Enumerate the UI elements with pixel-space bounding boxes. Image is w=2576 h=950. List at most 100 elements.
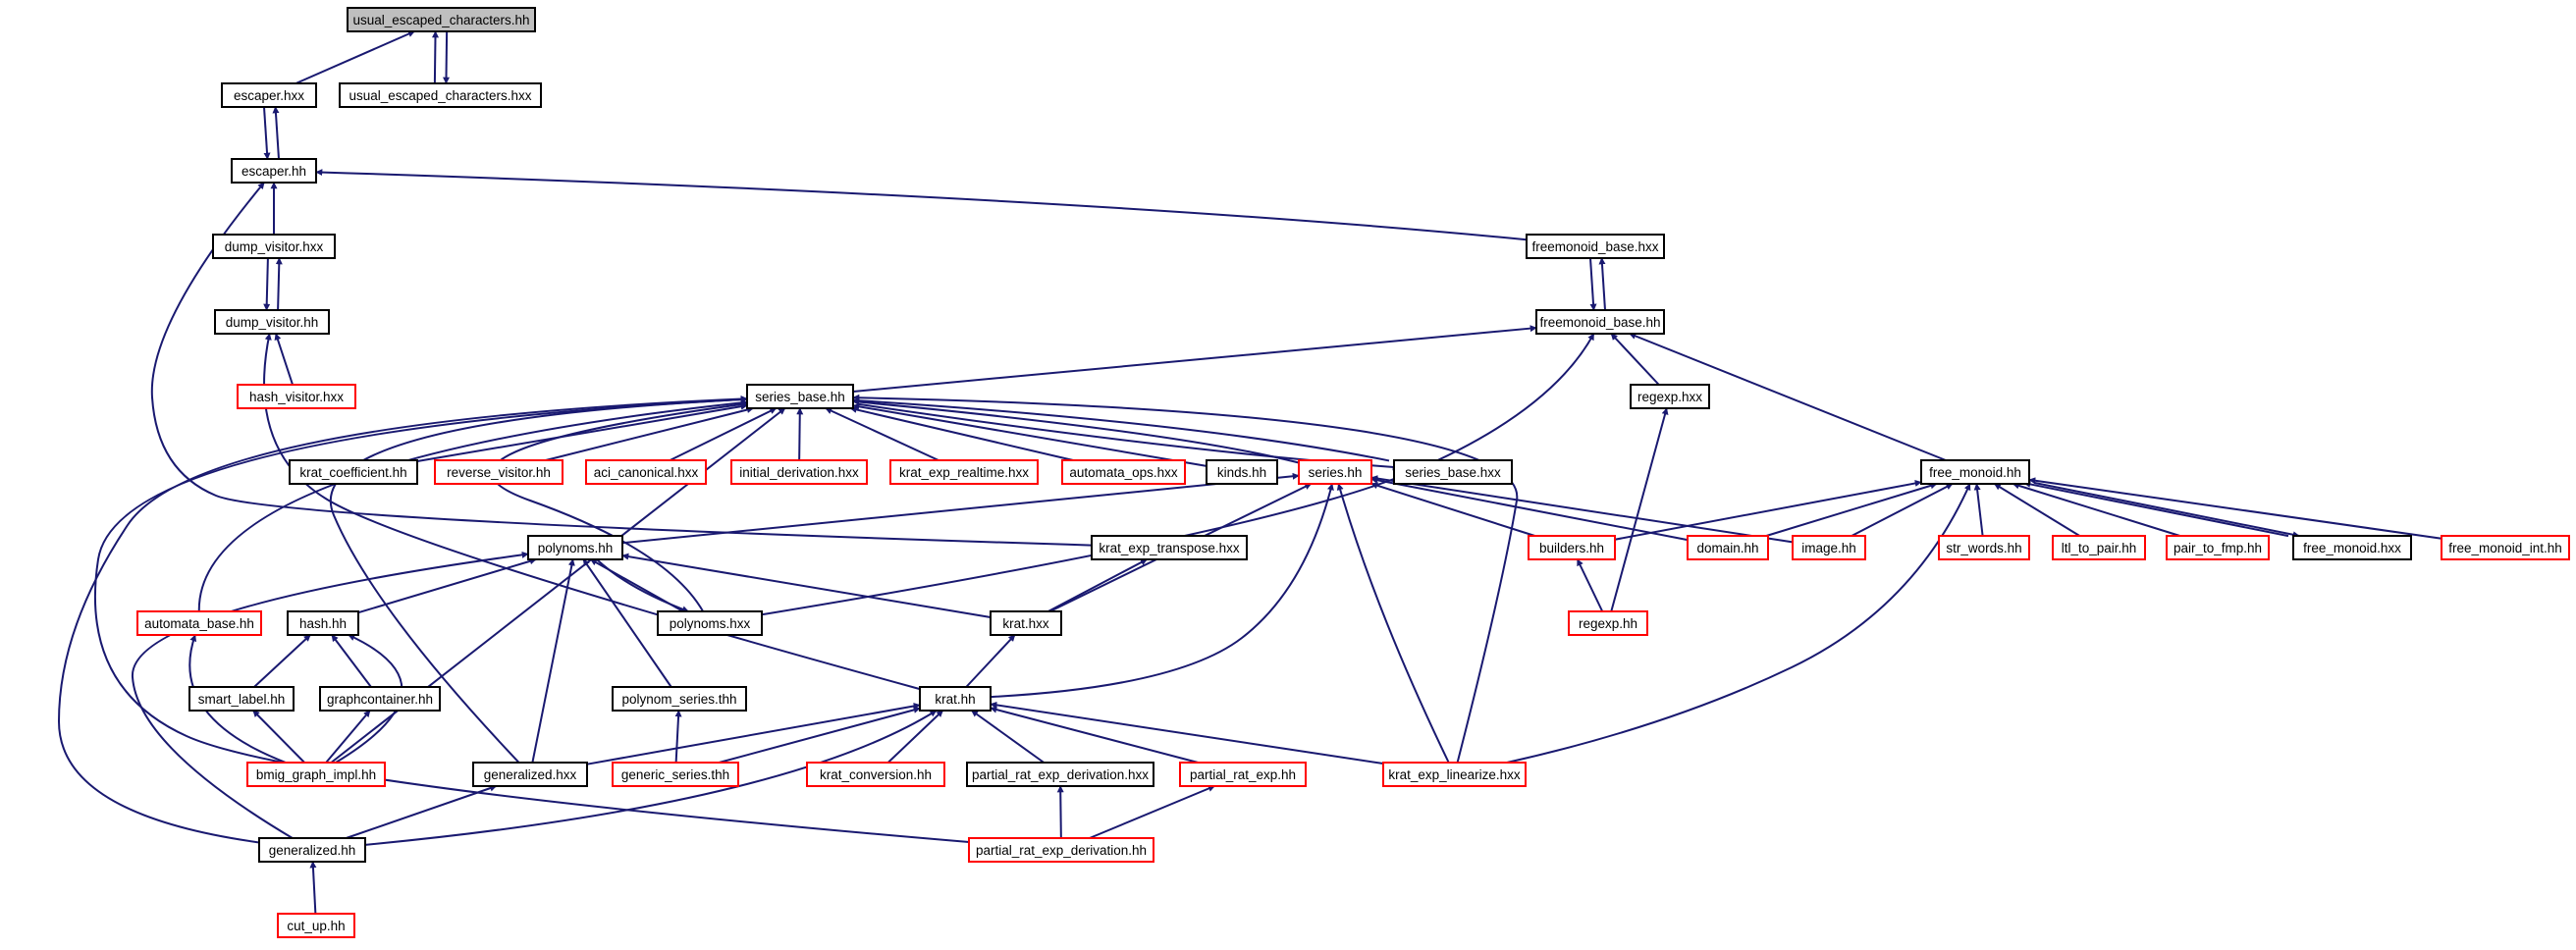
node-freemonoid-base-hxx[interactable]: freemonoid_base.hxx bbox=[1526, 234, 1665, 259]
node-box[interactable] bbox=[527, 535, 623, 560]
node-box[interactable] bbox=[2441, 535, 2570, 560]
node-generic-series-thh[interactable]: generic_series.thh bbox=[612, 762, 739, 787]
node-image-hh[interactable]: image.hh bbox=[1792, 535, 1866, 560]
node-freemonoid-base-hh[interactable]: freemonoid_base.hh bbox=[1535, 309, 1665, 335]
node-box[interactable] bbox=[585, 459, 707, 485]
node-box[interactable] bbox=[434, 459, 564, 485]
node-kinds-hh[interactable]: kinds.hh bbox=[1206, 459, 1278, 485]
node-automata-ops-hxx[interactable]: automata_ops.hxx bbox=[1061, 459, 1186, 485]
node-dump-visitor-hxx[interactable]: dump_visitor.hxx bbox=[212, 234, 336, 259]
node-krat-conversion-hh[interactable]: krat_conversion.hh bbox=[806, 762, 945, 787]
node-box[interactable] bbox=[1206, 459, 1278, 485]
node-box[interactable] bbox=[347, 7, 536, 32]
node-box[interactable] bbox=[1938, 535, 2030, 560]
node-box[interactable] bbox=[746, 384, 854, 409]
node-box[interactable] bbox=[1382, 762, 1527, 787]
node-box[interactable] bbox=[231, 158, 317, 184]
node-box[interactable] bbox=[1528, 535, 1616, 560]
node-box[interactable] bbox=[990, 610, 1062, 636]
node-krat-hh[interactable]: krat.hh bbox=[919, 686, 992, 712]
node-box[interactable] bbox=[246, 762, 386, 787]
node-box[interactable] bbox=[277, 913, 355, 938]
node-hash-visitor-hxx[interactable]: hash_visitor.hxx bbox=[237, 384, 356, 409]
node-ltl-to-pair-hh[interactable]: ltl_to_pair.hh bbox=[2052, 535, 2146, 560]
node-str-words-hh[interactable]: str_words.hh bbox=[1938, 535, 2030, 560]
node-box[interactable] bbox=[472, 762, 588, 787]
node-box[interactable] bbox=[889, 459, 1039, 485]
node-krat-exp-transpose-hxx[interactable]: krat_exp_transpose.hxx bbox=[1091, 535, 1248, 560]
node-box[interactable] bbox=[2052, 535, 2146, 560]
node-box[interactable] bbox=[188, 686, 295, 712]
node-box[interactable] bbox=[612, 686, 747, 712]
node-box[interactable] bbox=[237, 384, 356, 409]
node-polynoms-hh[interactable]: polynoms.hh bbox=[527, 535, 623, 560]
node-box[interactable] bbox=[212, 234, 336, 259]
node-partial-rat-exp-hh[interactable]: partial_rat_exp.hh bbox=[1179, 762, 1307, 787]
node-box[interactable] bbox=[730, 459, 868, 485]
node-regexp-hh[interactable]: regexp.hh bbox=[1568, 610, 1648, 636]
node-generalized-hxx[interactable]: generalized.hxx bbox=[472, 762, 588, 787]
node-box[interactable] bbox=[339, 82, 542, 108]
node-krat-hxx[interactable]: krat.hxx bbox=[990, 610, 1062, 636]
node-graphcontainer-hh[interactable]: graphcontainer.hh bbox=[319, 686, 441, 712]
node-escaper-hh[interactable]: escaper.hh bbox=[231, 158, 317, 184]
node-aci-canonical-hxx[interactable]: aci_canonical.hxx bbox=[585, 459, 707, 485]
node-box[interactable] bbox=[1298, 459, 1372, 485]
node-box[interactable] bbox=[806, 762, 945, 787]
node-box[interactable] bbox=[289, 459, 418, 485]
node-krat-exp-realtime-hxx[interactable]: krat_exp_realtime.hxx bbox=[889, 459, 1039, 485]
node-box[interactable] bbox=[968, 837, 1154, 863]
node-box[interactable] bbox=[214, 309, 330, 335]
node-bmig-graph-impl-hh[interactable]: bmig_graph_impl.hh bbox=[246, 762, 386, 787]
node-free-monoid-hh[interactable]: free_monoid.hh bbox=[1920, 459, 2030, 485]
node-hash-hh[interactable]: hash.hh bbox=[287, 610, 359, 636]
node-box[interactable] bbox=[2292, 535, 2412, 560]
node-generalized-hh[interactable]: generalized.hh bbox=[258, 837, 366, 863]
node-box[interactable] bbox=[1687, 535, 1769, 560]
node-box[interactable] bbox=[657, 610, 763, 636]
node-domain-hh[interactable]: domain.hh bbox=[1687, 535, 1769, 560]
node-box[interactable] bbox=[1061, 459, 1186, 485]
node-usual-escaped-characters-hh[interactable]: usual_escaped_characters.hh bbox=[347, 7, 536, 32]
node-usual-escaped-characters-hxx[interactable]: usual_escaped_characters.hxx bbox=[339, 82, 542, 108]
node-automata-base-hh[interactable]: automata_base.hh bbox=[136, 610, 262, 636]
node-box[interactable] bbox=[1393, 459, 1513, 485]
node-krat-exp-linearize-hxx[interactable]: krat_exp_linearize.hxx bbox=[1382, 762, 1527, 787]
node-box[interactable] bbox=[1179, 762, 1307, 787]
node-series-hh[interactable]: series.hh bbox=[1298, 459, 1372, 485]
node-smart-label-hh[interactable]: smart_label.hh bbox=[188, 686, 295, 712]
node-series-base-hxx[interactable]: series_base.hxx bbox=[1393, 459, 1513, 485]
node-series-base-hh[interactable]: series_base.hh bbox=[746, 384, 854, 409]
node-box[interactable] bbox=[136, 610, 262, 636]
node-box[interactable] bbox=[1535, 309, 1665, 335]
node-polynoms-hxx[interactable]: polynoms.hxx bbox=[657, 610, 763, 636]
node-polynom-series-thh[interactable]: polynom_series.thh bbox=[612, 686, 747, 712]
node-box[interactable] bbox=[919, 686, 992, 712]
node-box[interactable] bbox=[1920, 459, 2030, 485]
node-box[interactable] bbox=[1091, 535, 1248, 560]
node-builders-hh[interactable]: builders.hh bbox=[1528, 535, 1616, 560]
node-box[interactable] bbox=[1526, 234, 1665, 259]
node-krat-coefficient-hh[interactable]: krat_coefficient.hh bbox=[289, 459, 418, 485]
node-box[interactable] bbox=[287, 610, 359, 636]
node-regexp-hxx[interactable]: regexp.hxx bbox=[1630, 384, 1710, 409]
node-pair-to-fmp-hh[interactable]: pair_to_fmp.hh bbox=[2166, 535, 2270, 560]
node-box[interactable] bbox=[966, 762, 1154, 787]
node-box[interactable] bbox=[258, 837, 366, 863]
node-box[interactable] bbox=[2166, 535, 2270, 560]
node-escaper-hxx[interactable]: escaper.hxx bbox=[221, 82, 317, 108]
node-dump-visitor-hh[interactable]: dump_visitor.hh bbox=[214, 309, 330, 335]
node-free-monoid-int-hh[interactable]: free_monoid_int.hh bbox=[2441, 535, 2570, 560]
node-box[interactable] bbox=[1630, 384, 1710, 409]
node-box[interactable] bbox=[221, 82, 317, 108]
node-box[interactable] bbox=[1568, 610, 1648, 636]
node-box[interactable] bbox=[319, 686, 441, 712]
node-box[interactable] bbox=[1792, 535, 1866, 560]
node-partial-rat-exp-derivation-hh[interactable]: partial_rat_exp_derivation.hh bbox=[968, 837, 1154, 863]
node-reverse-visitor-hh[interactable]: reverse_visitor.hh bbox=[434, 459, 564, 485]
node-partial-rat-exp-derivation-hxx[interactable]: partial_rat_exp_derivation.hxx bbox=[966, 762, 1154, 787]
node-cut-up-hh[interactable]: cut_up.hh bbox=[277, 913, 355, 938]
node-initial-derivation-hxx[interactable]: initial_derivation.hxx bbox=[730, 459, 868, 485]
node-box[interactable] bbox=[612, 762, 739, 787]
node-free-monoid-hxx[interactable]: free_monoid.hxx bbox=[2292, 535, 2412, 560]
